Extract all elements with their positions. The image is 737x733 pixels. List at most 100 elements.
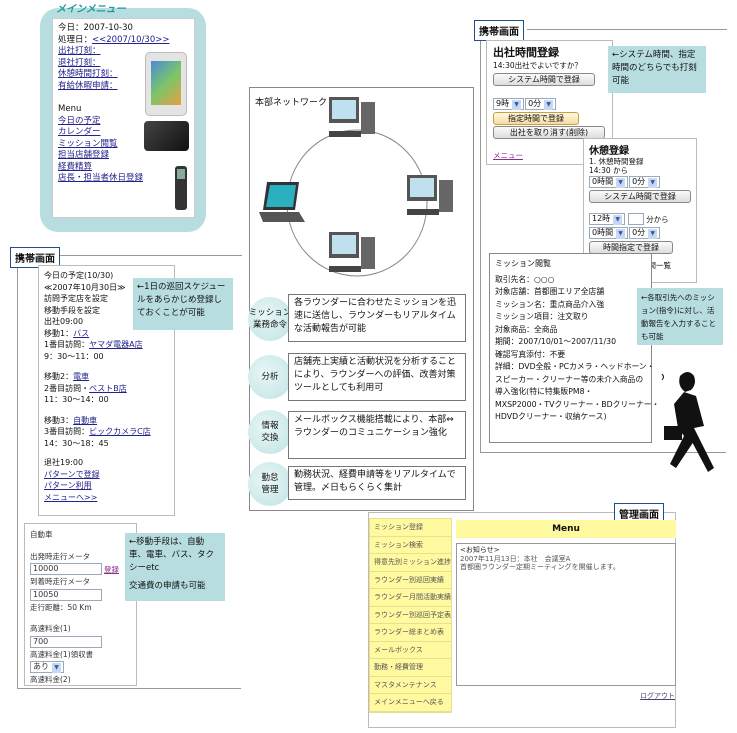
start-meter-input[interactable]: 10000: [30, 563, 102, 575]
feature-desc-attendance: 勤務状況、経費申請等をリアルタイムで管理。〆日もらくらく集計: [288, 466, 466, 500]
feature-desc-info-exchange: メールボックス機能搭載により、本部⇔ラウンダーのコミュニケーション強化: [288, 411, 466, 459]
checkin-stamp-link[interactable]: 出社打刻：: [58, 46, 101, 56]
visit-link[interactable]: ベストB店: [89, 383, 127, 393]
end-meter-input[interactable]: 10050: [30, 588, 102, 601]
admin-header: Menu: [456, 520, 676, 538]
callout-checkin: ←システム時間、指定時間のどちらでも打刻可能: [608, 46, 706, 93]
end-meter-label: 到着時走行メータ: [30, 577, 90, 586]
callout-car-text: ←移動手段は、自動車、電車、バス、タクシーetc: [129, 537, 215, 573]
menu-link-store[interactable]: 担当店舗登録: [58, 150, 110, 160]
chevron-down-icon: ▼: [616, 229, 626, 239]
admin-sidebar-item[interactable]: ラウンダー別巡回予定表: [370, 606, 451, 624]
visit-label: 1番目訪問：: [44, 340, 90, 349]
menu-link[interactable]: メニュー: [493, 150, 523, 160]
mission-detail-line: ミッション項目：注文取り: [495, 312, 589, 321]
today-date: 今日：2007-10-30: [58, 23, 133, 33]
feature-circle-mission: ミッション業務命令: [248, 297, 292, 341]
admin-sidebar-item[interactable]: 得意先別ミッション進捗: [370, 554, 451, 572]
admin-sidebar-item[interactable]: ラウンダー総まとめ表: [370, 624, 451, 642]
menu-link-mission[interactable]: ミッション閲覧: [58, 138, 118, 149]
notice-body: 首都圏ラウンダー定期ミーティングを開催します。: [460, 563, 620, 571]
menu-link-holiday[interactable]: 店長・担当者休日登録: [58, 173, 144, 183]
mobile-screen-label-left: 携帯画面: [10, 247, 60, 268]
feature-desc-analysis: 店舗売上実績と活動状況を分析することにより、ラウンダーへの評価、改善対策ツールと…: [288, 353, 466, 401]
chevron-down-icon: ▼: [616, 178, 626, 188]
admin-sidebar-item[interactable]: ミッション検索: [370, 536, 451, 554]
checkout-time: 退社19:00: [44, 458, 84, 467]
move-label: 移動1：: [44, 328, 74, 338]
main-menu-body: 今日：2007-10-30 処理日：<<2007/10/30>> 出社打刻： 退…: [52, 18, 195, 218]
register-specified-time-button[interactable]: 指定時間で登録: [493, 111, 579, 125]
break-from: 14:30 から: [589, 166, 628, 175]
visit-time: 11：30～14：00: [44, 395, 109, 404]
register-system-time-button[interactable]: システム時間で登録: [493, 72, 595, 86]
admin-sidebar-item[interactable]: ラウンダー月間活動実績: [370, 589, 451, 607]
schedule-screen: 今日の予定(10/30) ≪2007年10月30日≫ 訪問予定店を設定 移動手段…: [38, 265, 175, 516]
checkin-title: 出社時間登録: [493, 46, 559, 59]
visit-time: 14：30～18：45: [44, 438, 109, 448]
callout-schedule: ←1日の巡回スケジュールをあらかじめ登録しておくことが可能: [133, 278, 233, 330]
admin-sidebar-item[interactable]: 勤務・経費管理: [370, 659, 451, 677]
move-link[interactable]: 電車: [73, 372, 90, 381]
break-stamp-link[interactable]: 休憩時間打刻：: [58, 69, 118, 79]
minute-select[interactable]: 0分▼: [525, 97, 557, 110]
break-hours-select[interactable]: 0時間▼: [589, 176, 629, 188]
break-minutes2-select[interactable]: 0分▼: [629, 227, 661, 239]
notice-date: 2007年11月13日：本社 会議室A: [460, 554, 571, 563]
callout-car-text2: 交通費の申請も可能: [129, 581, 206, 591]
network-diagram: [259, 97, 453, 277]
use-pattern-link[interactable]: パターン利用: [44, 481, 92, 490]
callout-car: ←移動手段は、自動車、電車、バス、タクシーetc 交通費の申請も可能: [125, 533, 225, 601]
tablet-image: [144, 121, 189, 151]
mobile-screen-frame-right: [480, 29, 726, 453]
processing-date-label: 処理日：: [58, 34, 93, 45]
admin-sidebar-item[interactable]: メインメニューへ戻る: [370, 694, 451, 712]
register-link[interactable]: 登録: [104, 564, 119, 574]
admin-sidebar-item[interactable]: ラウンダー別巡回実績: [370, 571, 451, 589]
callout-mission: ←各取引先へのミッション(指令)に対し、活動報告を入力することも可能: [637, 288, 723, 345]
move-link[interactable]: 自動車: [73, 415, 98, 425]
laptop-icon: [259, 182, 305, 222]
break-title: 休憩登録: [589, 146, 629, 157]
mission-detail-line: 対象店舗：首都圏エリア全店舗: [495, 287, 605, 296]
menu-link-expense[interactable]: 経費精算: [58, 161, 93, 172]
schedule-date-nav[interactable]: ≪2007年10月30日≫: [44, 282, 126, 292]
break-minutes-select[interactable]: 0分▼: [629, 176, 661, 188]
admin-sidebar-item[interactable]: ミッション登録: [370, 519, 451, 537]
paid-leave-link[interactable]: 有給休暇申請：: [58, 80, 118, 91]
desktop-pc-icon: [329, 232, 375, 272]
move-link[interactable]: バス: [73, 328, 90, 338]
admin-sidebar-item[interactable]: マスタメンテナンス: [370, 676, 451, 694]
mission-detail-line: 詳細：DVD全般・PCカメラ・ヘッドホーン・: [495, 362, 655, 371]
chevron-down-icon: ▼: [544, 99, 554, 110]
visit-label: 2番目訪問・: [44, 383, 90, 393]
toll1-input[interactable]: 700: [30, 635, 102, 648]
desktop-pc-icon: [407, 175, 453, 215]
distance-text: 走行距離：50 Km: [30, 602, 92, 612]
processing-date-link[interactable]: <<2007/10/30>>: [92, 34, 170, 45]
logout-link[interactable]: ログアウト: [640, 692, 675, 700]
feature-circle-attendance: 勤怠管理: [248, 462, 292, 506]
mission-title: ミッション閲覧: [495, 259, 551, 268]
menu-link-today[interactable]: 今日の予定: [58, 115, 101, 126]
admin-sidebar-item[interactable]: メールボックス: [370, 641, 451, 659]
break-start-hour-select[interactable]: 12時▼: [589, 213, 626, 225]
visit-link[interactable]: ビックカメラC店: [89, 427, 151, 436]
hour-select[interactable]: 9時▼: [493, 97, 525, 110]
receipt-select[interactable]: あり▼: [30, 661, 64, 673]
break-system-time-button[interactable]: システム時間で登録: [589, 190, 691, 203]
visit-link[interactable]: ヤマダ電器A店: [89, 340, 143, 349]
menu-link[interactable]: メニューへ>>: [44, 492, 98, 502]
register-pattern-link[interactable]: パターンで登録: [44, 469, 100, 479]
main-menu-title: メインメニュー: [56, 4, 126, 15]
checkout-stamp-link[interactable]: 退社打刻：: [58, 57, 101, 68]
network-title: 本部ネットワーク: [255, 98, 328, 108]
cancel-checkin-button[interactable]: 出社を取り消す(削除): [493, 125, 605, 139]
mission-detail-line: スピーカー・クリーナー等の未介入商品の: [495, 374, 644, 384]
menu-link-calendar[interactable]: カレンダー: [58, 127, 101, 137]
break-hours2-select[interactable]: 0時間▼: [589, 227, 629, 239]
notice-box: <お知らせ> 2007年11月13日：本社 会議室A 首都圏ラウンダー定期ミーテ…: [456, 543, 676, 686]
smartphone-image: [145, 52, 187, 116]
mission-detail-line: 導入強化(特に特集販PM8・: [495, 387, 593, 396]
break-start-minute-input[interactable]: [628, 213, 645, 225]
